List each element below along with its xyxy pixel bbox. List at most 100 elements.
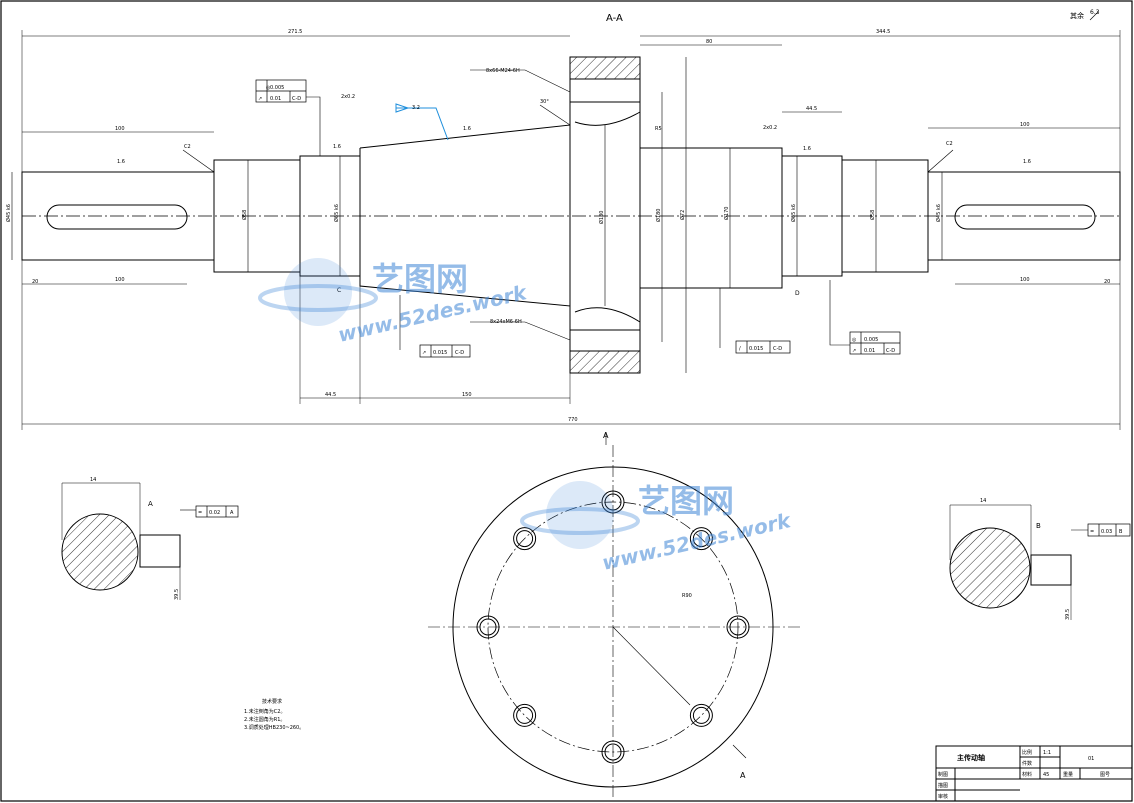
- fcf2-sym: ↗: [258, 96, 262, 102]
- roughness-2: 1.6: [333, 144, 341, 150]
- roughness-default: 6.3: [1090, 9, 1100, 16]
- fcf-group: [195, 79, 1131, 537]
- flange-bolt-holes: [476, 490, 750, 764]
- fcf-key-right-sym: =: [1090, 529, 1094, 535]
- roughness-5: 1.6: [1023, 159, 1031, 165]
- datum-b: B: [1036, 522, 1041, 530]
- tb-designer-label: 制图: [938, 771, 948, 778]
- dim-left-end: 100: [115, 126, 125, 132]
- dim-dia-right-shoulder: Ø170: [723, 207, 730, 220]
- sec-left-h: 39.5: [174, 589, 180, 600]
- watermark-2-brand: 艺图网: [638, 482, 734, 520]
- watermark-2: 艺图网 www.52des.work: [520, 481, 794, 575]
- chamfer-c-right: C2: [946, 141, 953, 147]
- fcf1-sym: ◎: [266, 85, 271, 91]
- chamfer-c: C2: [184, 144, 191, 150]
- fcf5-sym: ◎: [852, 337, 857, 343]
- fcf2-datum: C-D: [292, 96, 301, 102]
- datum-c: C: [337, 287, 341, 294]
- pcd-label: R90: [682, 593, 692, 599]
- dim-right-end: 100: [1020, 122, 1030, 128]
- dim-overall: 770: [568, 417, 578, 423]
- fcf-key-right-datum: B: [1119, 529, 1123, 535]
- sec-right-w: 14: [980, 498, 986, 504]
- tb-qty-label: 件数: [1022, 760, 1032, 767]
- datum-a: A: [148, 500, 153, 508]
- bolt-hole: [729, 618, 747, 636]
- tb-drawing-no: 01: [1088, 756, 1094, 762]
- dim-dia-flange: Ø130: [598, 211, 605, 224]
- flange-thread-profile-top: [574, 111, 641, 126]
- dim-chamfer-left: 2x0.2: [341, 94, 355, 100]
- tb-part-name: 主传动轴: [957, 753, 985, 762]
- bolt-hole: [476, 615, 500, 639]
- watermark-1: 艺图网 www.52des.work: [258, 258, 530, 347]
- fcf-key-left-sym: =: [198, 510, 202, 516]
- flange-hatch-top: [569, 56, 641, 80]
- bolt-hole: [601, 740, 625, 764]
- dim-dia-right-bear: Ø65 k6: [790, 204, 797, 222]
- bolt-hole: [692, 706, 710, 724]
- tb-material-value: 45: [1043, 772, 1049, 778]
- bolt-hole: [601, 490, 625, 514]
- left-key-section: [61, 482, 196, 600]
- dim-bearing-right: 44.5: [806, 106, 817, 112]
- bolt-hole: [513, 703, 537, 727]
- datum-d: D: [795, 290, 800, 297]
- bolt-hole: [513, 527, 537, 551]
- dim-bearing-left: 44.5: [325, 392, 336, 398]
- tb-approver-label: 审核: [938, 793, 948, 800]
- bolt-hole: [516, 706, 534, 724]
- dim-dia-left-mid: Ø58: [241, 210, 248, 220]
- fcf6-val: 0.01: [864, 348, 875, 354]
- dim-end-left-r: 20: [32, 279, 38, 285]
- roughness-1: 1.6: [117, 159, 125, 165]
- flange-front-view: [428, 432, 800, 800]
- bolt-hole: [692, 530, 710, 548]
- dim-dia-left-bear: Ø65 k6: [333, 204, 340, 222]
- thread-top: 8x66-M24-6H: [486, 68, 520, 74]
- bolt-hole: [604, 493, 622, 511]
- bolt-hole: [689, 527, 713, 551]
- blue-roughness-callout: [395, 103, 449, 141]
- fcf6-datum: C-D: [886, 348, 895, 354]
- fcf3-datum: C-D: [455, 350, 464, 356]
- dim-dia-flange-bore: Ø72: [679, 210, 686, 220]
- sec-right-h: 39.5: [1065, 609, 1071, 620]
- notes-heading: 技术要求: [262, 698, 282, 705]
- bolt-hole: [689, 703, 713, 727]
- dim-key-left: 100: [115, 277, 125, 283]
- dim-dia-right-mid: Ø58: [869, 210, 876, 220]
- shaft-main-view: [11, 11, 1121, 430]
- fcf3-sym: ↗: [422, 350, 426, 356]
- fcf4-datum: C-D: [773, 346, 782, 352]
- flange-bore-lines: [570, 101, 640, 331]
- flange-hatch-bot: [569, 350, 641, 374]
- dim-chamfer-right: 2x0.2: [763, 125, 777, 131]
- fcf4-val: 0.015: [749, 346, 763, 352]
- sec-left-w: 14: [90, 477, 96, 483]
- tb-scale-label: 比例: [1022, 749, 1032, 756]
- fcf3-val: 0.015: [433, 350, 447, 356]
- fcf4-sym: /: [739, 346, 741, 352]
- roughness-6: 3.2: [412, 105, 420, 111]
- angle-label: 30°: [540, 99, 549, 105]
- fcf2-val: 0.01: [270, 96, 281, 102]
- dim-mid: 150: [462, 392, 472, 398]
- section-title: A-A: [606, 13, 623, 24]
- notes-line2: 2.未注圆角为R1。: [244, 716, 285, 723]
- fcf1-val: 0.005: [270, 85, 284, 91]
- fcf-key-left-datum: A: [230, 510, 234, 516]
- dim-right-overall: 344.5: [876, 29, 890, 35]
- roughness-4: 1.6: [803, 146, 811, 152]
- fcf5-val: 0.005: [864, 337, 878, 343]
- thread-bot: 8x24xM6-6H: [490, 319, 522, 325]
- fcf6-sym: ↗: [852, 348, 856, 354]
- bolt-hole: [726, 615, 750, 639]
- section-mark-top: A: [603, 431, 609, 440]
- text-labels: A-A 其余 6.3 271.5 344.5 100 100 80 100 10…: [5, 9, 1123, 800]
- dim-right-hub: 80: [706, 39, 712, 45]
- notes-line3: 3.调质处理HB230~260。: [244, 724, 304, 731]
